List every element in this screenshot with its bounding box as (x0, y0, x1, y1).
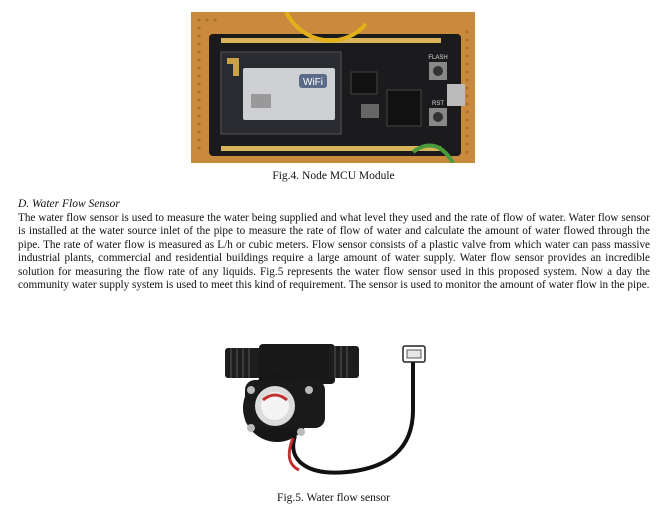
flow-sensor-photo (217, 340, 437, 480)
nodemcu-figure: WiFi FLASH RST (191, 11, 475, 165)
rst-label: RST (432, 101, 444, 107)
figure5-caption: Fig.5. Water flow sensor (277, 492, 390, 504)
wifi-logo-text: WiFi (303, 77, 323, 88)
flow-sensor-figure (217, 340, 437, 480)
flash-label: FLASH (428, 55, 447, 61)
section-heading: D. Water Flow Sensor (18, 198, 120, 210)
nodemcu-photo: WiFi FLASH RST (191, 11, 475, 165)
section-paragraph: The water flow sensor is used to measure… (18, 212, 650, 292)
figure4-caption: Fig.4. Node MCU Module (272, 170, 395, 182)
